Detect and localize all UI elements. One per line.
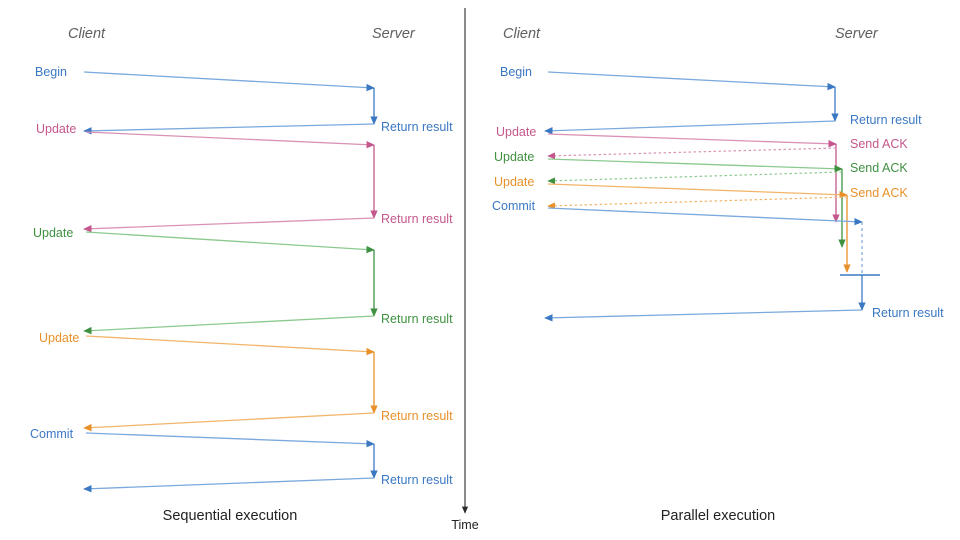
label-update-3-request-parallel: Update: [494, 175, 534, 189]
label-update-2-request-sequential: Update: [33, 226, 73, 240]
label-update-3-ack-parallel: Send ACK: [850, 186, 908, 200]
request-arrow-update-1: [547, 133, 837, 148]
label-begin-request-sequential: Begin: [35, 65, 67, 79]
label-update-1-request-parallel: Update: [496, 125, 536, 139]
request-arrow-update-1: [85, 131, 375, 149]
message-group-update-1-parallel: Send ACK Update: [496, 125, 908, 223]
label-commit-response-parallel: Return result: [872, 306, 944, 320]
response-arrow-update-3: [83, 412, 375, 432]
request-arrow-begin: [83, 71, 375, 92]
response-arrow-update-2: [83, 315, 375, 335]
label-update-3-response-sequential: Return result: [381, 409, 453, 423]
message-group-commit-parallel: Return result Commit: [492, 199, 944, 322]
label-update-2-request-parallel: Update: [494, 150, 534, 164]
message-group-update-3-parallel: Send ACK Update: [494, 175, 908, 273]
time-axis: Time: [451, 8, 479, 532]
label-update-2-ack-parallel: Send ACK: [850, 161, 908, 175]
ack-arrow-update-1: [547, 147, 837, 160]
panel-caption-parallel: Parallel execution: [661, 508, 775, 524]
response-arrow-commit: [83, 477, 375, 493]
ack-arrow-update-2: [547, 171, 843, 185]
lane-header-client-parallel: Client: [503, 26, 541, 42]
request-arrow-begin: [547, 71, 836, 91]
label-begin-request-parallel: Begin: [500, 65, 532, 79]
response-arrow-update-1: [83, 217, 375, 233]
label-commit-response-sequential: Return result: [381, 473, 453, 487]
request-arrow-update-2: [547, 158, 843, 173]
request-arrow-commit: [85, 432, 375, 448]
message-group-begin-parallel: Return result Begin: [500, 65, 922, 135]
label-begin-response-parallel: Return result: [850, 113, 922, 127]
panel-caption-sequential: Sequential execution: [163, 508, 298, 524]
label-begin-response-sequential: Return result: [381, 120, 453, 134]
response-arrow-begin: [544, 120, 836, 135]
label-update-1-response-sequential: Return result: [381, 212, 453, 226]
message-group-update-2-parallel: Send ACK Update: [494, 150, 908, 248]
time-axis-label: Time: [451, 518, 478, 532]
request-arrow-update-2: [85, 231, 375, 254]
lane-header-client-sequential: Client: [68, 26, 106, 42]
label-commit-request-parallel: Commit: [492, 199, 536, 213]
response-arrow-commit: [544, 309, 863, 322]
label-update-3-request-sequential: Update: [39, 331, 79, 345]
request-arrow-update-3: [85, 335, 375, 356]
response-arrow-begin: [83, 123, 375, 135]
label-update-2-response-sequential: Return result: [381, 312, 453, 326]
label-update-1-request-sequential: Update: [36, 122, 76, 136]
lane-header-server-sequential: Server: [372, 26, 416, 42]
request-arrow-update-3: [547, 183, 848, 199]
request-arrow-commit: [547, 207, 863, 226]
ack-arrow-update-3: [547, 196, 848, 210]
lane-header-server-parallel: Server: [835, 26, 879, 42]
label-update-1-ack-parallel: Send ACK: [850, 137, 908, 151]
label-commit-request-sequential: Commit: [30, 427, 74, 441]
